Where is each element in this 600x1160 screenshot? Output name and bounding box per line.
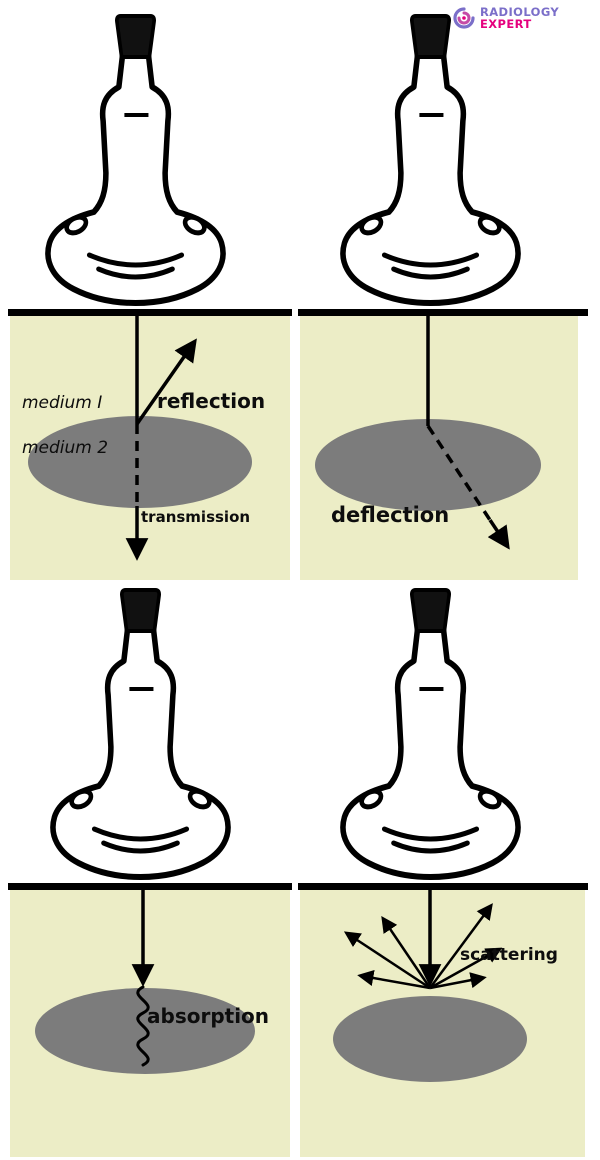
scatter-arrow (381, 915, 432, 989)
structure-ellipse (35, 988, 255, 1074)
ultrasound-probe-icon (338, 587, 523, 887)
scatter-arrow (429, 972, 487, 990)
skin-line-reflection (8, 309, 292, 316)
diagram-deflection (315, 316, 541, 550)
deflection-label: deflection (331, 503, 450, 527)
skin-line-scattering (298, 883, 588, 890)
logo-subtitle: EXPERT (480, 17, 532, 32)
reflection-arrow (135, 338, 197, 426)
logo-text: RADIOLOGY EXPERT (480, 6, 559, 30)
scatter-arrow (428, 903, 493, 989)
scatter-arrow (429, 947, 503, 990)
skin-line-deflection (298, 309, 588, 316)
scatter-arrow (357, 969, 431, 990)
skin-line-absorption (8, 883, 292, 890)
scattering-label: scattering (460, 945, 558, 965)
scatter-arrows (343, 903, 503, 990)
diagram-scattering (333, 890, 527, 1082)
transmission-label: transmission (141, 508, 251, 526)
logo: RADIOLOGY EXPERT (452, 6, 559, 30)
ultrasound-probe-icon (43, 13, 228, 313)
ultrasound-probe-icon (338, 13, 523, 313)
absorption-label: absorption (147, 1004, 270, 1028)
logo-title: RADIOLOGY (480, 5, 560, 19)
scatter-arrow (343, 931, 431, 990)
logo-swirl-icon (453, 7, 475, 29)
medium1-label: medium I (22, 393, 103, 413)
deflected-dashed-line (426, 425, 492, 521)
diagram-reflection (28, 316, 252, 561)
absorption-squiggle (136, 985, 150, 1067)
deflection-arrow (487, 519, 510, 550)
structure-ellipse (28, 416, 252, 508)
medium2-label: medium 2 (22, 438, 109, 458)
ultrasound-probe-icon (48, 587, 233, 887)
structure-ellipse (333, 996, 527, 1082)
reflection-label: reflection (157, 389, 266, 413)
diagram-absorption (35, 890, 255, 1074)
structure-ellipse (315, 419, 541, 511)
